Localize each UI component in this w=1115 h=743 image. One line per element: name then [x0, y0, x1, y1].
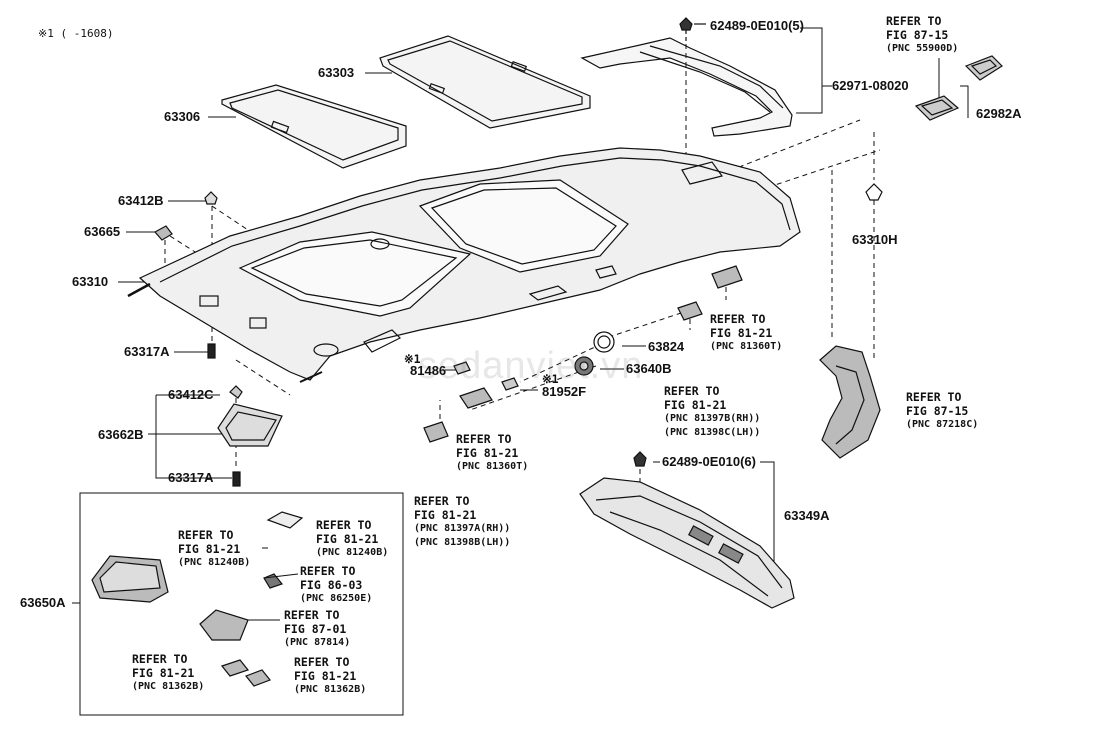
garnish-63349A	[579, 451, 795, 609]
ref-pnc: (PNC 81240B)	[178, 557, 251, 568]
panel-63306	[221, 84, 407, 169]
ref-pnc: (PNC 55900D)	[886, 43, 959, 54]
ref-pnc: (PNC 81360T)	[710, 341, 783, 352]
clip-63665	[154, 225, 173, 241]
panel-63303	[379, 35, 591, 129]
label-62982A: 62982A	[976, 106, 1022, 121]
ref-fig: FIG 86-03	[300, 578, 363, 592]
lamp-81360T-right	[711, 265, 743, 289]
clip-63640B	[574, 356, 594, 376]
label-81952F: 81952F	[542, 384, 587, 399]
note-applicability: ※1 ( -1608)	[38, 27, 114, 40]
ref-fig: FIG 81-21	[316, 532, 379, 546]
label-63824: 63824	[648, 339, 685, 354]
ref-pnc-2: (PNC 81398B(LH))	[414, 537, 511, 548]
connector-81952F	[501, 377, 519, 391]
watermark: sedanviet.vn	[418, 345, 644, 387]
ref-pnc: (PNC 81362B)	[294, 684, 367, 695]
label-63317A-2: 63317A	[168, 470, 214, 485]
cover-63662B	[217, 385, 283, 487]
label-63349A: 63349A	[784, 508, 830, 523]
ref-fig: FIG 87-15	[886, 28, 949, 42]
switch-81397B	[677, 301, 703, 321]
ref-pnc: (PNC 81360T)	[456, 461, 529, 472]
clip-62489-top	[679, 17, 706, 42]
ref-fig: FIG 81-21	[710, 326, 773, 340]
ref-title: REFER TO	[710, 312, 766, 326]
label-63306: 63306	[164, 109, 201, 124]
ref-title: REFER TO	[456, 432, 512, 446]
clip-63310H	[865, 183, 883, 201]
pad-55900D	[914, 95, 960, 121]
ref-fig: FIG 81-21	[294, 669, 357, 683]
label-63665: 63665	[84, 224, 121, 239]
duct-62971	[580, 37, 793, 137]
label-63310H: 63310H	[852, 232, 898, 247]
pad-62982A	[964, 55, 1003, 81]
label-62489-top: 62489-0E010(5)	[710, 18, 804, 33]
leader-lines	[118, 27, 969, 575]
ref-pnc-2: (PNC 81398C(LH))	[664, 427, 761, 438]
ref-pnc: (PNC 81362B)	[132, 681, 205, 692]
mark-81952F: ※1	[542, 372, 559, 386]
screw-63317A-1	[207, 343, 216, 359]
label-63662B: 63662B	[98, 427, 144, 442]
ref-fig: FIG 81-21	[456, 446, 519, 460]
bracket-63824	[593, 331, 615, 353]
label-81486: 81486	[410, 363, 447, 378]
label-63317A-1: 63317A	[124, 344, 170, 359]
ref-title: REFER TO	[906, 390, 962, 404]
ref-fig: FIG 87-15	[906, 404, 969, 418]
label-63650A: 63650A	[20, 595, 66, 610]
label-63412C: 63412C	[168, 387, 214, 402]
lamp-81360T-mid	[459, 387, 493, 409]
label-62971: 62971-08020	[832, 78, 909, 93]
ref-fig: FIG 81-21	[664, 398, 727, 412]
ref-fig: FIG 81-21	[178, 542, 241, 556]
ref-title: REFER TO	[414, 494, 470, 508]
duct-87218C	[819, 345, 881, 459]
ref-title: REFER TO	[664, 384, 720, 398]
ref-title: REFER TO	[316, 518, 372, 532]
ref-pnc: (PNC 81397B(RH))	[664, 413, 761, 424]
label-63303: 63303	[318, 65, 355, 80]
ref-title: REFER TO	[178, 528, 234, 542]
ref-pnc: (PNC 87814)	[284, 637, 351, 648]
ref-fig: FIG 81-21	[414, 508, 477, 522]
headliner-63310	[127, 147, 801, 383]
label-63640B: 63640B	[626, 361, 672, 376]
connector-81486	[453, 361, 471, 375]
ref-fig: FIG 87-01	[284, 622, 347, 636]
label-62489-bot: 62489-0E010(6)	[662, 454, 756, 469]
mark-81486: ※1	[404, 352, 421, 366]
ref-pnc: (PNC 86250E)	[300, 593, 373, 604]
switch-81397A	[423, 421, 449, 443]
ref-title: REFER TO	[284, 608, 340, 622]
label-63310: 63310	[72, 274, 109, 289]
ref-title: REFER TO	[132, 652, 188, 666]
label-63412B: 63412B	[118, 193, 164, 208]
ref-title: REFER TO	[300, 564, 356, 578]
ref-pnc: (PNC 81240B)	[316, 547, 389, 558]
map-lamp-box	[72, 492, 404, 716]
clip-63412B	[204, 191, 218, 205]
ref-fig: FIG 81-21	[132, 666, 195, 680]
ref-title: REFER TO	[294, 655, 350, 669]
ref-title: REFER TO	[886, 14, 942, 28]
ref-pnc: (PNC 87218C)	[906, 419, 979, 430]
ref-pnc: (PNC 81397A(RH))	[414, 523, 511, 534]
